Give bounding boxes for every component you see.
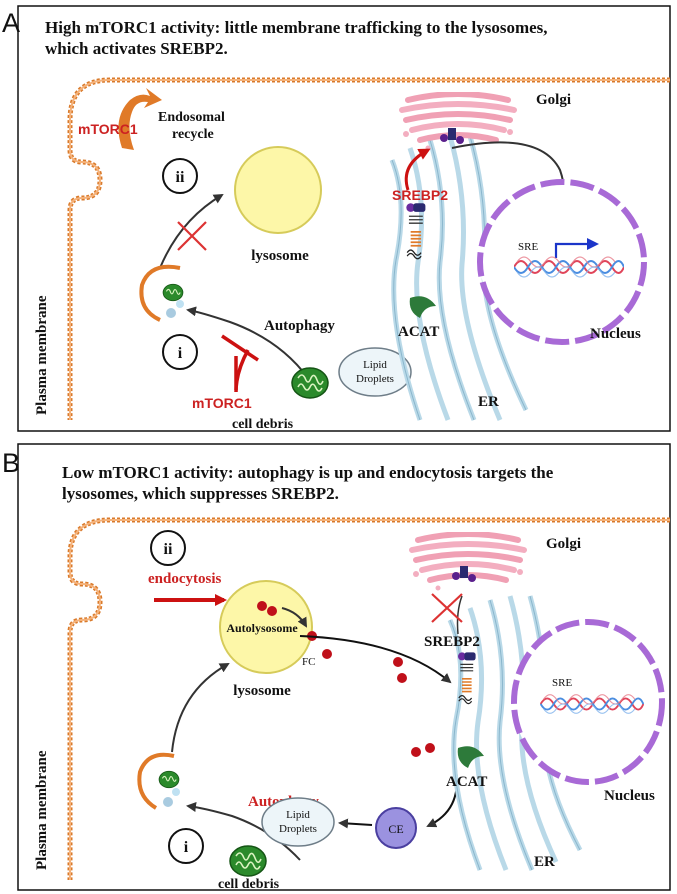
- panel-a-title-line1: High mTORC1 activity: little membrane tr…: [45, 18, 548, 37]
- ce-to-lipid-arrow: [338, 818, 373, 829]
- step-i-marker-b: [168, 828, 204, 864]
- vesicle-b-1: [172, 788, 180, 796]
- mtorc1-top-label: mTORC1: [78, 121, 138, 137]
- lipid-droplets-b: [261, 797, 335, 847]
- autophagy-flow-arrow: [186, 306, 309, 379]
- sre-label: SRE: [518, 241, 538, 253]
- nucleus-b: [511, 619, 665, 785]
- er-b-label: ER: [534, 854, 555, 870]
- srebp2-b-label: SREBP2: [424, 634, 480, 650]
- vesicle-b-2: [163, 797, 173, 807]
- lipid-b-label-2: Droplets: [279, 823, 317, 835]
- srebp2-activation-arrow: [404, 148, 431, 191]
- step-i-label-b: i: [184, 839, 189, 856]
- panel-b-title-line2: lysosomes, which suppresses SREBP2.: [62, 484, 339, 503]
- autolysosome: [219, 580, 313, 674]
- endocytosis-label: endocytosis: [148, 571, 222, 587]
- sre-b-label: SRE: [552, 677, 572, 689]
- autophagosome-to-lysosome-arrow: [171, 663, 230, 753]
- plasma-membrane-b-inner: [69, 519, 670, 880]
- srebp2-blocked-arrow: [456, 595, 463, 635]
- cholesterol-to-er-arrow: [299, 635, 452, 684]
- autophagy-flow-arrow-b: [186, 802, 301, 861]
- er-label: ER: [478, 394, 499, 410]
- panel-a-title-line2: which activates SREBP2.: [45, 39, 228, 58]
- lipid-label-1: Lipid: [363, 359, 387, 371]
- panel-b-title-line1: Low mTORC1 activity: autophagy is up and…: [62, 463, 554, 482]
- panel-b-letter: B: [2, 448, 20, 478]
- step-ii-label-b: ii: [164, 541, 173, 558]
- lysosome-label: lysosome: [251, 248, 309, 264]
- fc-dot-in-2: [267, 606, 277, 616]
- fc-label: FC: [302, 656, 315, 668]
- fc-dot-5: [411, 747, 421, 757]
- endosomal-label-1: Endosomal: [158, 110, 225, 125]
- srebp2-block-cross: [431, 593, 463, 623]
- fc-dot-6: [425, 743, 435, 753]
- golgi-b-srebp-2: [468, 574, 476, 582]
- ce-label: CE: [388, 822, 403, 836]
- lipid-b-label-1: Lipid: [286, 809, 310, 821]
- cell-debris-label: cell debris: [232, 417, 294, 432]
- cell-debris-b-label: cell debris: [218, 877, 280, 892]
- step-i-label: i: [178, 345, 183, 362]
- autolysosome-label: Autolysosome: [226, 621, 298, 635]
- fc-dot-3: [393, 657, 403, 667]
- vesicle-2: [166, 308, 176, 318]
- acat-label: ACAT: [398, 324, 439, 340]
- fc-dot-2: [322, 649, 332, 659]
- golgi-srebp-core: [448, 128, 456, 140]
- plasma-membrane-label: Plasma membrane: [34, 295, 50, 415]
- fc-dot-in-1: [257, 601, 267, 611]
- golgi-b-label: Golgi: [546, 536, 581, 552]
- transcription-arrow: [554, 238, 599, 258]
- phagophore-b: [137, 752, 175, 810]
- srebp2-label: SREBP2: [392, 187, 448, 203]
- blocked-arrow: [159, 193, 224, 269]
- endosomal-label-2: recycle: [172, 127, 214, 142]
- acat-enzyme: [409, 296, 436, 318]
- golgi-b-srebp-1: [452, 572, 460, 580]
- lysosome-b-label: lysosome: [233, 683, 291, 699]
- lipid-droplets: [338, 347, 412, 397]
- step-ii-marker: [162, 158, 198, 194]
- golgi-b-srebp-core: [460, 566, 468, 578]
- mito-engulfed-b: [158, 770, 180, 789]
- golgi-srebp-1: [440, 134, 448, 142]
- panel-a: A High mTORC1 activity: little membrane …: [2, 5, 671, 432]
- nucleus-b-label: Nucleus: [604, 788, 655, 804]
- recycle-arrow: [118, 88, 162, 150]
- lysosome: [234, 146, 322, 234]
- mito-debris-b: [229, 845, 267, 877]
- mito-debris: [291, 367, 329, 399]
- mtorc1-bottom-label: mTORC1: [192, 395, 252, 411]
- step-i-marker: [162, 334, 198, 370]
- vesicle-1: [176, 300, 184, 308]
- plasma-membrane-inner: [69, 79, 670, 420]
- acat-b-label: ACAT: [446, 774, 487, 790]
- step-ii-label: ii: [176, 169, 185, 186]
- mito-engulfed: [162, 283, 184, 302]
- phagophore: [139, 264, 181, 322]
- nucleus-label: Nucleus: [590, 326, 641, 342]
- golgi-label: Golgi: [536, 92, 571, 108]
- fc-dot-4: [397, 673, 407, 683]
- step-ii-marker-b: [150, 530, 186, 566]
- plasma-membrane-b-label: Plasma membrane: [34, 750, 50, 870]
- golgi-srebp-2: [456, 136, 464, 144]
- mtorc1-inhibition-stem: [234, 349, 250, 393]
- acat-b-enzyme: [457, 746, 484, 768]
- autophagy-label: Autophagy: [264, 318, 335, 334]
- ce-particle: [375, 807, 417, 849]
- lipid-label-2: Droplets: [356, 373, 394, 385]
- panel-b: B Low mTORC1 activity: autophagy is up a…: [2, 443, 671, 892]
- fc-release-arrow: [281, 607, 307, 628]
- panel-a-letter: A: [2, 8, 20, 38]
- block-cross: [177, 221, 207, 251]
